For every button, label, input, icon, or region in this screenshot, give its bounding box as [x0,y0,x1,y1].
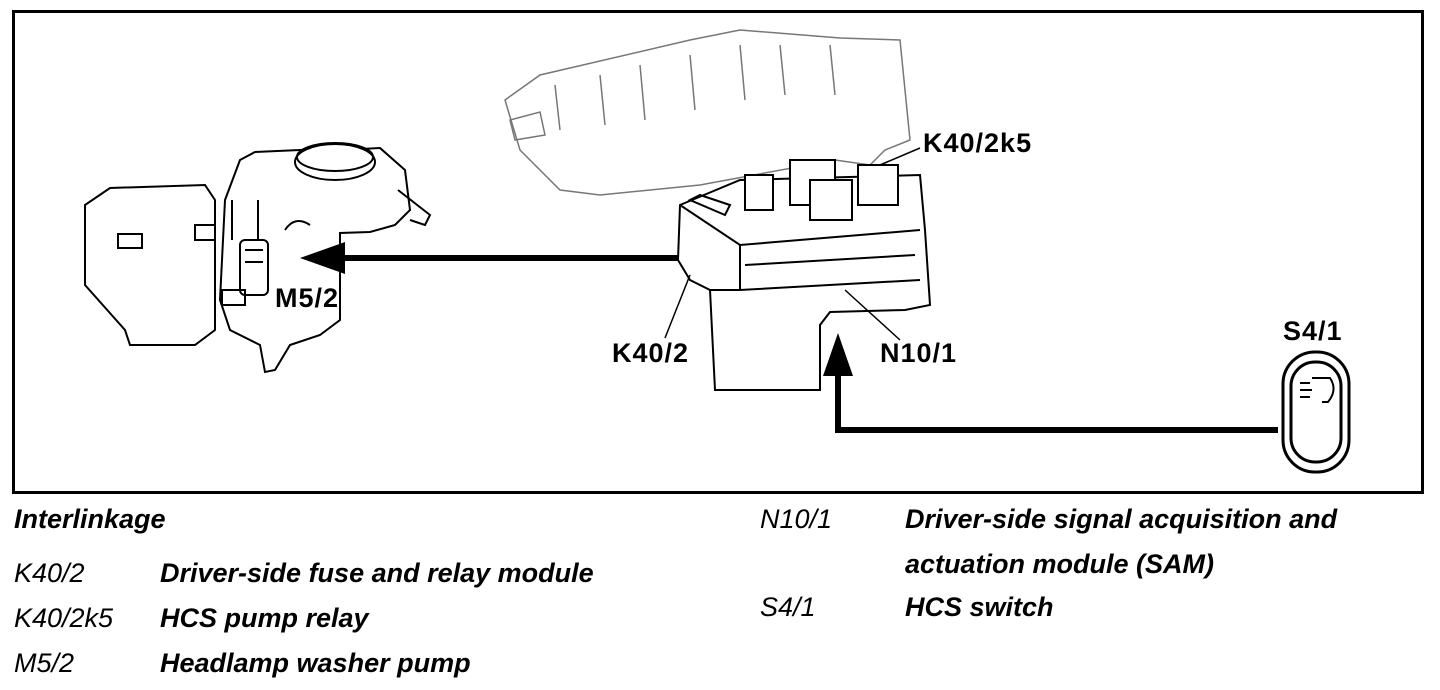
legend-description: HCS pump relay [160,603,369,633]
arrowhead-to-pump [300,242,345,274]
fuse-relay-module-icon [504,29,932,391]
legend-description: Headlamp washer pump [160,648,471,678]
callout-k40-2: K40/2 [612,338,690,368]
callout-k40-2k5: K40/2k5 [923,128,1033,158]
leader-k40-2 [664,274,691,339]
diagram-illustration [84,29,1351,474]
arrowhead-to-module [823,333,853,376]
legend-code: N10/1 [760,504,833,534]
hcs-switch-icon [1281,350,1351,474]
leader-n10-1 [844,289,901,341]
legend-description: Driver-side fuse and relay module [160,558,594,588]
leader-k40-2k5 [879,147,921,166]
legend-code: S4/1 [760,592,816,622]
legend-description-line2: actuation module (SAM) [905,549,1214,579]
callout-m5-2: M5/2 [275,283,340,313]
callout-n10-1: N10/1 [880,338,958,368]
legend-description: HCS switch [905,592,1054,622]
legend-code: K40/2 [14,558,85,588]
signal-arrow-icon [340,255,1278,433]
legend-code: M5/2 [14,648,75,678]
legend-heading: Interlinkage [14,504,166,534]
legend-description: Driver-side signal acquisition and [905,504,1338,534]
callout-s4-1: S4/1 [1283,316,1343,346]
legend-code: K40/2k5 [14,603,114,633]
